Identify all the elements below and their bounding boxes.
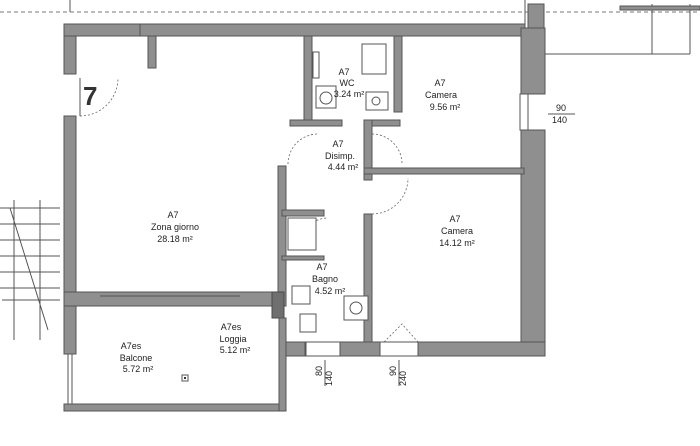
room-area: 3.24 m² xyxy=(334,89,365,99)
room-name: Camera xyxy=(441,226,473,236)
opening-height: 140 xyxy=(552,115,567,125)
room-name: Disimp. xyxy=(325,151,355,161)
room-area: 4.44 m² xyxy=(328,162,359,172)
opening-dimension-south-1: 80 140 xyxy=(314,360,334,386)
room-label-bagno: A7 Bagno 4.52 m² xyxy=(312,262,345,296)
room-label-camera-2: A7 Camera 14.12 m² xyxy=(439,214,475,248)
room-code: A7 xyxy=(449,214,460,224)
opening-height: 140 xyxy=(324,371,334,386)
opening-height: 240 xyxy=(398,371,408,386)
room-name: Loggia xyxy=(219,334,246,344)
room-area: 5.72 m² xyxy=(123,364,154,374)
room-area: 4.52 m² xyxy=(315,286,346,296)
room-label-camera: A7 Camera 9.56 m² xyxy=(425,78,460,112)
unit-number: 7 xyxy=(83,81,97,111)
room-area: 9.56 m² xyxy=(430,102,461,112)
room-name: Zona giorno xyxy=(151,222,199,232)
staircase xyxy=(0,200,60,340)
window-markers xyxy=(305,93,545,357)
opening-width: 90 xyxy=(556,103,566,113)
room-name: Bagno xyxy=(312,274,338,284)
interior-walls xyxy=(147,35,525,343)
opening-width: 80 xyxy=(314,366,324,376)
bath-fixtures xyxy=(287,43,389,333)
room-code: A7 xyxy=(338,67,349,77)
room-code: A7 xyxy=(434,78,445,88)
room-code: A7es xyxy=(221,322,242,332)
room-area: 5.12 m² xyxy=(220,345,251,355)
room-area: 28.18 m² xyxy=(157,234,193,244)
room-code: A7 xyxy=(167,210,178,220)
room-label-disimpegno: A7 Disimp. 4.44 m² xyxy=(325,139,358,172)
room-code: A7 xyxy=(316,262,327,272)
room-label-loggia: A7es Loggia 5.12 m² xyxy=(219,322,250,355)
balcony-outline xyxy=(63,291,287,412)
room-label-balcone: A7es Balcone 5.72 m² xyxy=(120,341,154,374)
room-name: Balcone xyxy=(120,353,153,363)
room-name: Camera xyxy=(425,90,457,100)
room-area: 14.12 m² xyxy=(439,238,475,248)
opening-width: 90 xyxy=(388,366,398,376)
room-code: A7es xyxy=(121,341,142,351)
floor-drain-icon xyxy=(181,374,189,382)
room-name: WC xyxy=(340,78,355,88)
room-label-wc: A7 WC 3.24 m² xyxy=(334,67,365,99)
opening-dimension-south-2: 90 240 xyxy=(388,360,408,386)
room-code: A7 xyxy=(332,139,343,149)
opening-dimension-east: 90 140 xyxy=(548,103,575,125)
room-label-zona-giorno: A7 Zona giorno 28.18 m² xyxy=(151,210,199,244)
